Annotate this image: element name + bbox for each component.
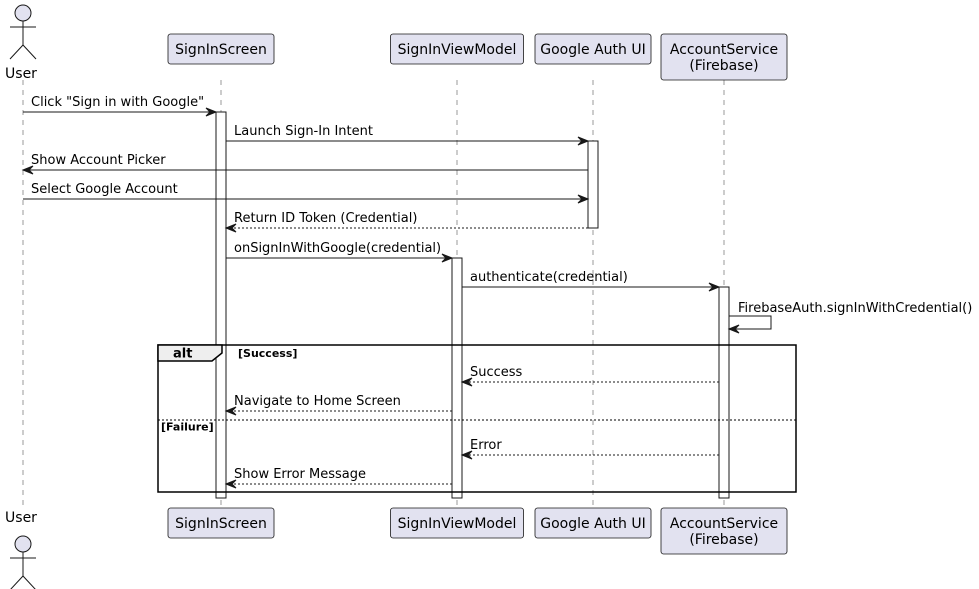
fragment-tab xyxy=(157,344,223,362)
arrowhead-icon xyxy=(460,450,473,460)
participant-label: AccountService xyxy=(670,42,778,58)
actor-user-bottom: User xyxy=(5,510,37,589)
participant-vm-top: SignInViewModel xyxy=(390,33,524,65)
participant-box xyxy=(660,507,788,555)
participant-signin-bottom: SignInScreen xyxy=(167,507,275,539)
participant-label: (Firebase) xyxy=(689,532,758,548)
message-label: Select Google Account xyxy=(31,182,178,197)
message-7: authenticate(credential) xyxy=(462,270,721,292)
arrowhead-icon xyxy=(460,377,473,387)
participant-label: Google Auth UI xyxy=(540,516,645,532)
participant-acct-top: AccountService(Firebase) xyxy=(660,33,788,81)
fragment-operator: alt xyxy=(173,347,192,362)
actor-leg-right xyxy=(22,575,36,589)
message-label: Launch Sign-In Intent xyxy=(234,124,373,139)
message-label: Success xyxy=(470,365,523,380)
participant-label: AccountService xyxy=(670,516,778,532)
arrowhead-icon xyxy=(577,136,590,146)
arrowhead-icon xyxy=(577,194,590,204)
participant-label: SignInViewModel xyxy=(398,516,517,532)
participant-box xyxy=(390,33,524,65)
fragment-guard-failure: [Failure] xyxy=(161,421,214,434)
message-3: Show Account Picker xyxy=(21,153,588,175)
participant-box xyxy=(167,33,275,65)
message-10: Navigate to Home Screen xyxy=(224,394,452,416)
arrowhead-icon xyxy=(224,223,237,233)
participant-box xyxy=(167,507,275,539)
message-4: Select Google Account xyxy=(23,182,590,204)
activation-bar-signin xyxy=(215,111,227,499)
participant-signin-top: SignInScreen xyxy=(167,33,275,65)
message-label: authenticate(credential) xyxy=(470,270,628,285)
message-12: Show Error Message xyxy=(224,467,452,489)
fragment-frame xyxy=(157,344,797,493)
arrowhead-icon xyxy=(708,282,721,292)
participant-box xyxy=(390,507,524,539)
actor-leg-left xyxy=(9,44,24,60)
activation-bar-acct xyxy=(718,286,730,499)
participant-vm-bottom: SignInViewModel xyxy=(390,507,524,539)
participant-label: Google Auth UI xyxy=(540,42,645,58)
message-8: FirebaseAuth.signInWithCredential() xyxy=(727,301,972,334)
message-label: Return ID Token (Credential) xyxy=(234,211,417,226)
arrowhead-icon xyxy=(441,253,454,263)
participant-label: SignInScreen xyxy=(175,42,267,58)
participant-box xyxy=(534,33,652,65)
participant-label: SignInViewModel xyxy=(398,42,517,58)
arrowhead-icon xyxy=(205,107,218,117)
actor-head-icon xyxy=(14,535,32,553)
message-5: Return ID Token (Credential) xyxy=(224,211,588,233)
message-label: Show Account Picker xyxy=(31,153,166,168)
participant-gauth-bottom: Google Auth UI xyxy=(534,507,652,539)
message-label: Show Error Message xyxy=(234,467,366,482)
actor-label: User xyxy=(5,66,37,82)
message-1: Click "Sign in with Google" xyxy=(23,95,218,117)
alt-fragment: alt [Success] [Failure] xyxy=(157,344,797,493)
participant-label: SignInScreen xyxy=(175,516,267,532)
message-label: FirebaseAuth.signInWithCredential() xyxy=(738,301,972,316)
message-2: Launch Sign-In Intent xyxy=(226,124,590,146)
actor-leg-left xyxy=(10,575,24,589)
participant-box xyxy=(534,507,652,539)
participant-label: (Firebase) xyxy=(689,58,758,74)
actor-leg-right xyxy=(22,44,37,60)
message-11: Error xyxy=(460,438,719,460)
message-label: Navigate to Home Screen xyxy=(234,394,401,409)
participant-gauth-top: Google Auth UI xyxy=(534,33,652,65)
message-6: onSignInWithGoogle(credential) xyxy=(226,241,454,263)
message-9: Success xyxy=(460,365,719,387)
participant-box xyxy=(660,33,788,81)
arrowhead-icon xyxy=(224,479,237,489)
actor-label: User xyxy=(5,510,37,526)
fragment-guard-success: [Success] xyxy=(238,347,297,360)
arrowhead-icon xyxy=(21,165,34,175)
participant-acct-bottom: AccountService(Firebase) xyxy=(660,507,788,555)
activation-bar-vm xyxy=(451,257,463,499)
arrowhead-icon xyxy=(727,324,740,334)
message-label: Error xyxy=(470,438,502,453)
message-label: onSignInWithGoogle(credential) xyxy=(234,241,441,256)
actor-user-top: User xyxy=(5,4,37,82)
activation-bar-gauth xyxy=(587,140,599,229)
arrowhead-icon xyxy=(224,406,237,416)
message-label: Click "Sign in with Google" xyxy=(31,95,204,110)
actor-head-icon xyxy=(14,4,32,22)
message-line xyxy=(729,315,772,330)
